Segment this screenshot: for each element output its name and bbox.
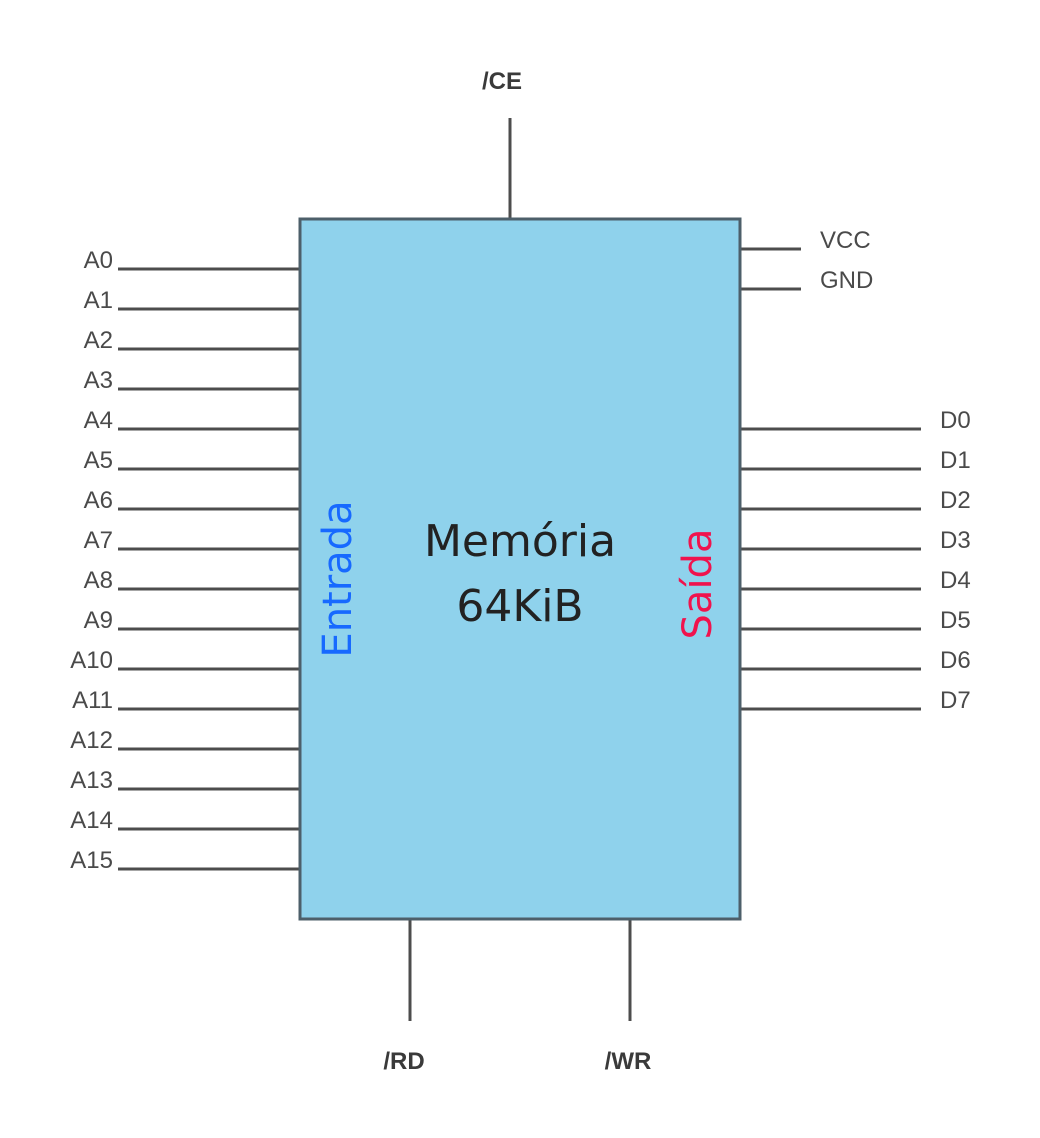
data-pin-label: D4 [940, 567, 971, 594]
data-pin-label: D2 [940, 487, 971, 514]
address-pin-label: A1 [84, 287, 113, 314]
chip-body [298, 217, 742, 921]
rd-pin-label: /RD [383, 1048, 424, 1075]
data-pin-label: D6 [940, 647, 971, 674]
data-pin-label: D5 [940, 607, 971, 634]
data-pin-label: D3 [940, 527, 971, 554]
address-pin-label: A6 [84, 487, 113, 514]
address-pin-label: A9 [84, 607, 113, 634]
ce-pin-label: /CE [482, 68, 522, 95]
address-pin-label: A13 [70, 767, 113, 794]
chip-title-line1: Memória [424, 516, 616, 567]
address-pin-label: A12 [70, 727, 113, 754]
address-pin-label: A8 [84, 567, 113, 594]
address-pin-label: A15 [70, 847, 113, 874]
vcc-pin-label: VCC [820, 227, 871, 254]
input-side-label: Entrada [315, 500, 361, 657]
data-pin-label: D1 [940, 447, 971, 474]
wr-pin-label: /WR [605, 1048, 652, 1075]
address-pin-label: A14 [70, 807, 113, 834]
chip-title-line2: 64KiB [456, 581, 583, 632]
data-pin-label: D0 [940, 407, 971, 434]
address-pin-label: A0 [84, 247, 113, 274]
address-pin-label: A5 [84, 447, 113, 474]
address-pin-label: A4 [84, 407, 113, 434]
data-pin-label: D7 [940, 687, 971, 714]
gnd-pin-label: GND [820, 267, 873, 294]
address-pin-label: A7 [84, 527, 113, 554]
address-pin-label: A10 [70, 647, 113, 674]
address-pin-label: A11 [72, 687, 113, 714]
address-pin-label: A2 [84, 327, 113, 354]
output-side-label: Saída [675, 529, 721, 640]
address-pin-label: A3 [84, 367, 113, 394]
